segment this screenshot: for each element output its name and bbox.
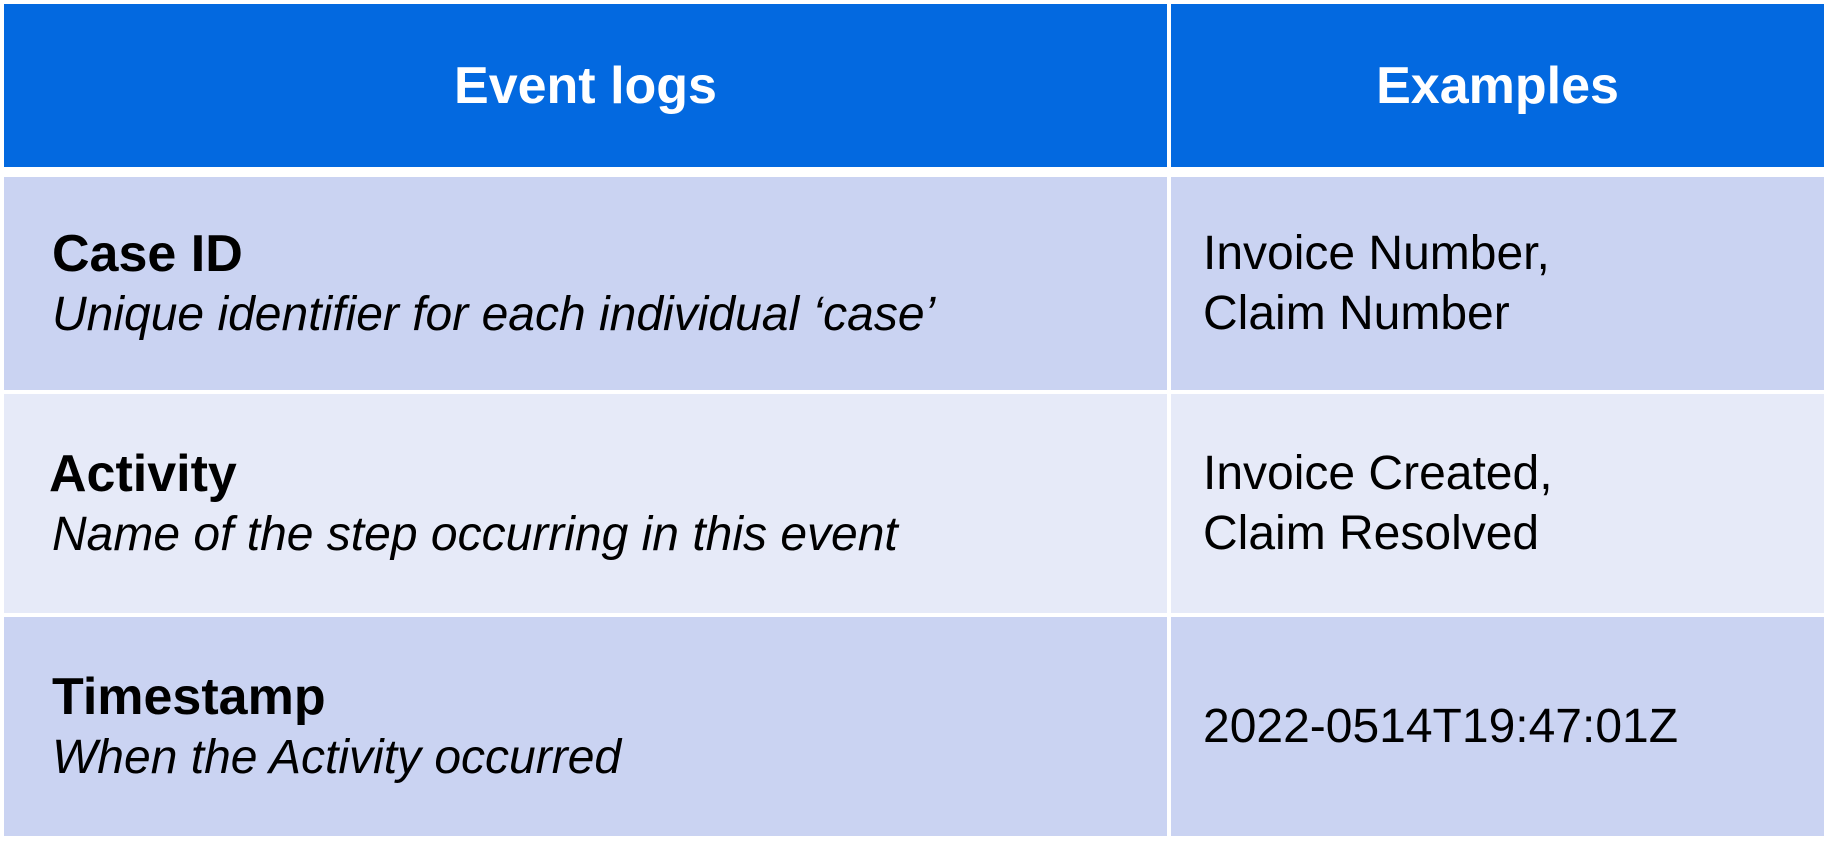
field-description: When the Activity occurred [52,730,622,784]
example-line: Invoice Created, [1203,446,1553,500]
header-examples: Examples [1171,4,1824,177]
row-timestamp-field: Timestamp When the Activity occurred [4,617,1167,836]
row-activity-examples: Invoice Created, Claim Resolved [1171,394,1824,617]
field-title: Timestamp [52,667,326,726]
header-examples-label: Examples [1376,56,1619,115]
header-event-logs-label: Event logs [454,56,717,115]
row-case-id-field: Case ID Unique identifier for each indiv… [4,177,1167,394]
example-line: Claim Number [1203,286,1510,340]
field-title: Case ID [52,224,243,283]
example-line: Invoice Number, [1203,226,1550,280]
field-title: Activity [49,444,237,503]
row-case-id-examples: Invoice Number, Claim Number [1171,177,1824,394]
example-line: 2022-0514T19:47:01Z [1203,699,1679,753]
example-line: Claim Resolved [1203,506,1540,560]
row-timestamp-examples: 2022-0514T19:47:01Z [1171,617,1824,836]
event-log-table: Event logs Examples Case ID Unique ident… [4,4,1825,836]
row-activity-field: Activity Name of the step occurring in t… [4,394,1167,617]
header-event-logs: Event logs [4,4,1167,177]
field-description: Name of the step occurring in this event [52,507,898,561]
field-description: Unique identifier for each individual ‘c… [52,287,936,341]
